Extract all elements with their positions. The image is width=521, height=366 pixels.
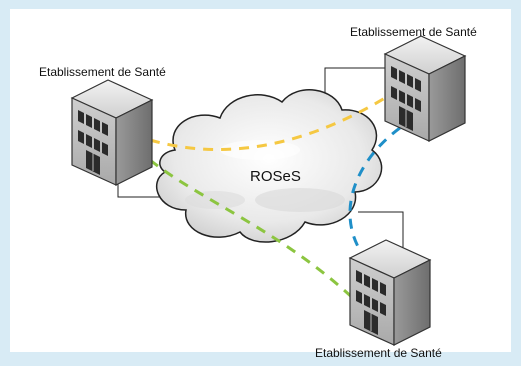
bottom-connector-line — [358, 211, 404, 252]
top-connector-line — [324, 67, 390, 95]
node-label-top: Etablissement de Santé — [350, 25, 477, 39]
link-left-top — [149, 93, 391, 151]
building-left — [71, 79, 153, 186]
building-bottom — [349, 239, 431, 346]
building-top — [384, 35, 466, 142]
node-label-left: Etablissement de Santé — [39, 65, 166, 79]
roses-cloud — [155, 89, 383, 243]
node-label-bottom: Etablissement de Santé — [315, 346, 442, 360]
cloud-label: ROSeS — [250, 168, 301, 185]
link-top-bottom — [348, 116, 416, 259]
link-left-bottom — [149, 158, 357, 302]
